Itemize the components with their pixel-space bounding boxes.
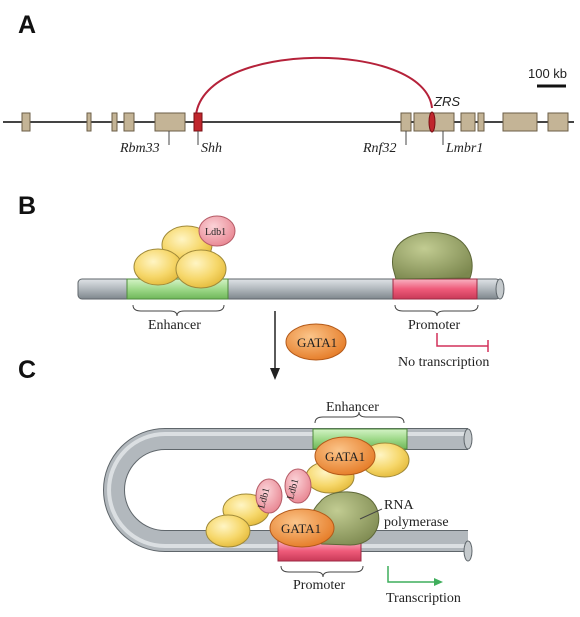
- dna-strand-b: [77, 278, 505, 300]
- no-transcription-arrow: [436, 333, 488, 347]
- gata1-protein-c-bottom: [269, 508, 335, 548]
- rna-polymerase-label-line2: polymerase: [384, 515, 449, 530]
- panel-b-label: B: [18, 192, 36, 220]
- exon-block: [547, 112, 569, 132]
- ldb1-label-b: Ldb1: [205, 227, 226, 238]
- rbm33-exon: [154, 112, 186, 132]
- exon-block: [502, 112, 538, 132]
- promoter-region: [392, 278, 478, 300]
- transcription-arrow-head: [434, 578, 443, 586]
- ldb1-label-c-b: Ldb1: [285, 478, 301, 501]
- promoter-label-c: Promoter: [293, 578, 345, 593]
- gene-tick-marks: [168, 131, 444, 145]
- enhancer-label-b: Enhancer: [148, 318, 201, 333]
- yellow-protein: [133, 248, 183, 286]
- exon-block: [460, 112, 476, 132]
- rna-polymerase-b: [392, 231, 473, 280]
- gata1-protein-b: [285, 323, 347, 361]
- shh-gene-block: [193, 112, 203, 132]
- transcription-arrow: [387, 566, 436, 583]
- enhancer-bracket-b: [132, 304, 225, 317]
- exon-block: [123, 112, 135, 132]
- yellow-protein: [205, 514, 251, 548]
- gata1-label-c-top: GATA1: [325, 449, 365, 464]
- yellow-protein: [175, 249, 227, 289]
- panel-c-label: C: [18, 356, 36, 384]
- zrs-label: ZRS: [433, 94, 460, 109]
- shh-label: Shh: [201, 141, 222, 156]
- no-transcription-label: No transcription: [398, 355, 489, 370]
- enhancer-label-c: Enhancer: [326, 400, 379, 415]
- transition-arrow-head: [270, 368, 280, 380]
- rna-polymerase-pointer: [359, 508, 383, 520]
- promoter-bracket-b: [394, 304, 479, 317]
- transcription-label: Transcription: [386, 591, 461, 606]
- rnf32-label: Rnf32: [362, 141, 396, 156]
- scale-bar-label: 100 kb: [528, 66, 567, 81]
- gata1-protein-c-top: [314, 436, 376, 476]
- zrs-element: [428, 111, 436, 133]
- exon-block: [21, 112, 31, 132]
- dna-end-cap: [495, 278, 505, 300]
- interaction-arc: [195, 56, 433, 116]
- enhancer-bracket-c: [314, 411, 405, 424]
- ldb1-protein-c-a: [255, 478, 283, 514]
- exon-block: [477, 112, 485, 132]
- rna-polymerase-label-line1: RNA: [384, 498, 414, 513]
- exon-block: [86, 112, 92, 132]
- ldb1-protein: [198, 215, 236, 247]
- rbm33-label: Rbm33: [119, 141, 160, 156]
- dna-end-cap-top: [463, 428, 473, 450]
- panel-a-label: A: [18, 11, 36, 39]
- dna-loop-c: [103, 428, 473, 562]
- gata1-label-b: GATA1: [297, 335, 337, 350]
- promoter-bracket-c: [280, 565, 364, 578]
- promoter-label-b: Promoter: [408, 318, 460, 333]
- ldb1-protein-c-b: [284, 468, 312, 504]
- gata1-label-c-bottom: GATA1: [281, 521, 321, 536]
- exon-block: [400, 112, 412, 132]
- lmbr1-label: Lmbr1: [445, 141, 483, 156]
- ldb1-label-c-a: Ldb1: [256, 487, 272, 510]
- exon-block: [111, 112, 118, 132]
- dna-end-cap-bottom: [463, 540, 473, 562]
